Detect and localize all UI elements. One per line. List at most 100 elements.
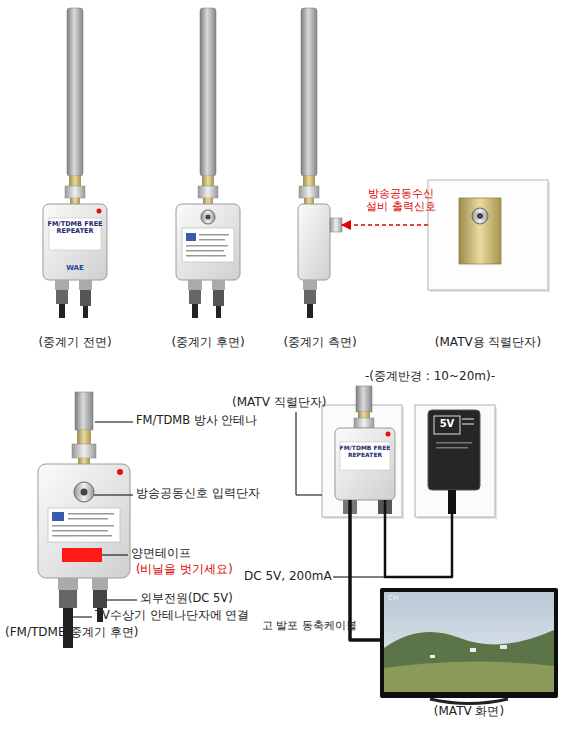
sticker-line (186, 245, 228, 247)
leader-line (296, 412, 322, 495)
leader-line (73, 617, 92, 618)
signal-label: 방송공동수신 설비 출력신호 (365, 188, 437, 213)
plug (188, 280, 202, 290)
repeater-front: FM/TDMB FREE REPEATERWAE(중계기 전면) (43, 204, 107, 280)
view-caption: (MATV 화면) (434, 705, 504, 719)
cable (59, 304, 65, 318)
cable-label: 고 발포 동축케이블 (262, 620, 357, 633)
repeater-rear-detail: (FM/TDMB 중계기 후면) (38, 464, 130, 578)
leader-line (95, 422, 133, 423)
view-caption: (중계기 전면) (38, 336, 111, 350)
sticker-line (199, 234, 229, 236)
sticker-logo (52, 512, 64, 521)
panel-text: FM/TDMB FREE REPEATER (339, 445, 391, 459)
screen-house (470, 648, 476, 652)
repeater-side: (중계기 측면) (298, 204, 342, 280)
antenna-connector (69, 176, 81, 186)
sticker-line (68, 513, 114, 515)
leader-line (94, 495, 133, 496)
front-panel (340, 442, 390, 470)
sticker-line (186, 255, 226, 257)
sticker-logo (186, 233, 196, 241)
cable (216, 306, 221, 318)
adapter-marking (462, 418, 474, 420)
repeater-body (43, 204, 107, 280)
antenna-connector (202, 176, 214, 186)
callout-label: 외부전원(DC 5V) (140, 592, 233, 605)
antenna-nut (354, 418, 374, 428)
antenna-connector (358, 412, 370, 418)
tv-screen (384, 592, 554, 692)
power-led (386, 432, 391, 437)
rear-sticker (48, 508, 120, 542)
leader-line (107, 600, 137, 601)
screen-house (430, 655, 435, 658)
screen-house (500, 645, 507, 649)
plug (343, 500, 357, 514)
range-note: -(중계반경 : 10~20m)- (365, 370, 495, 384)
antenna-neck (203, 198, 213, 204)
callout-label: (MATV 직렬단자) (232, 396, 326, 410)
antenna-rod (356, 386, 372, 412)
antenna-nut (65, 186, 85, 198)
adapter-rating: 5V (434, 418, 460, 430)
sticker-line (52, 530, 108, 532)
input-terminal (330, 218, 342, 232)
adapter-marking (436, 447, 468, 449)
signal-arrow (342, 224, 428, 226)
repeater-body (38, 464, 130, 578)
callout-label: TV수상기 안테나단자에 연결 (95, 609, 249, 622)
antenna-connector (303, 176, 315, 186)
power-adapter (428, 410, 480, 490)
repeater-body (176, 204, 240, 280)
plug (79, 280, 92, 290)
antenna-rod (200, 8, 216, 176)
edge-group (342, 225, 452, 640)
sticker-line (52, 535, 112, 537)
cable (307, 304, 313, 318)
gold-terminal-plate (459, 198, 501, 264)
antenna-connector (77, 430, 91, 444)
input-terminal-pin (81, 489, 88, 496)
plug-coil (80, 290, 91, 306)
input-terminal (201, 210, 215, 224)
panel-text: FM/TDMB FREE REPEATER (46, 221, 104, 236)
rear-sticker (182, 228, 234, 262)
double-sided-tape (62, 548, 102, 562)
brand-logo: WAE (43, 264, 107, 272)
adapter-plug (448, 490, 456, 514)
input-terminal (74, 482, 94, 502)
antenna-nut (72, 444, 96, 458)
repeater-installed: FM/TDMB FREE REPEATER (335, 428, 395, 500)
input-terminal-pin (206, 215, 211, 220)
matv-jack (472, 208, 488, 224)
tv-set: CH(MATV 화면) (380, 588, 558, 698)
wall-plate (428, 180, 548, 290)
plug (212, 280, 225, 290)
antenna-neck (304, 198, 314, 204)
tv-stand (430, 699, 508, 704)
plug (92, 578, 108, 590)
plug-coil (59, 590, 77, 608)
power-adapter: 5V (428, 410, 480, 490)
callout-note: (비닐을 벗기세요) (136, 563, 233, 576)
screen-field (384, 661, 554, 692)
cable (192, 304, 198, 318)
matv-jack-pin (477, 213, 483, 219)
antenna-nut (299, 186, 319, 198)
antenna-nut (198, 186, 218, 198)
cable-label: DC 5V, 200mA (244, 570, 332, 584)
adapter-badge (434, 416, 460, 434)
antenna-rod (301, 8, 317, 176)
view-caption: (FM/TDMB 중계기 후면) (5, 626, 138, 640)
power-cable (385, 490, 452, 577)
plug-coil (56, 290, 68, 304)
plug-coil (93, 590, 107, 608)
wall-plate (322, 405, 402, 517)
antenna-neck (78, 458, 90, 464)
callout-label: 방송공동신호 입력단자 (136, 487, 260, 500)
plug (55, 280, 69, 290)
antenna-rod (75, 392, 93, 430)
antenna-rod (67, 8, 83, 176)
plug-coil (304, 290, 316, 304)
